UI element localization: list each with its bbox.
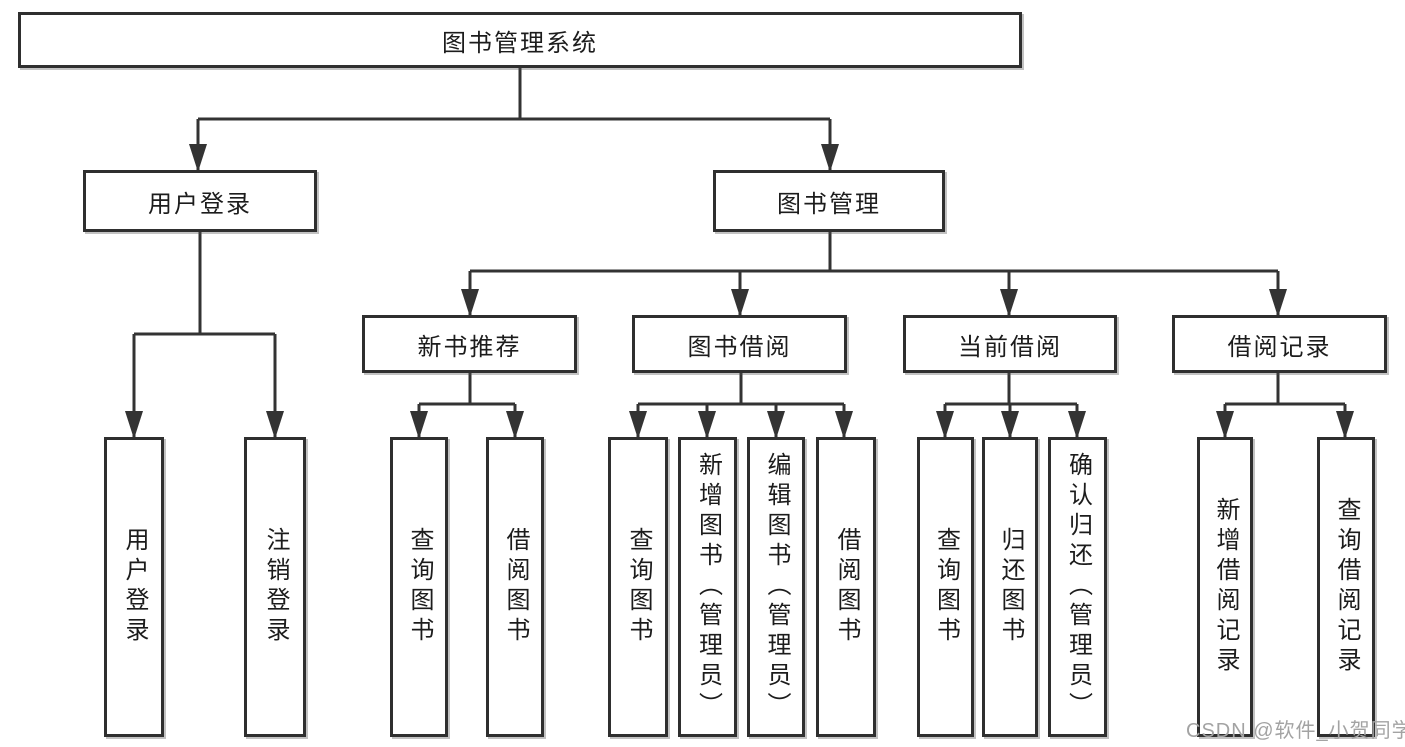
leaf-borrow-borrow-books: 借阅图书 xyxy=(816,437,876,737)
csdn-watermark: CSDN @软件_小贺同学 xyxy=(1186,720,1405,742)
leaf-logout-label: 注销登录 xyxy=(262,527,289,647)
connector-new-book-children xyxy=(410,373,524,439)
leaf-records-add-record: 新增借阅记录 xyxy=(1197,437,1253,737)
leaf-newbook-borrow-books-label: 借阅图书 xyxy=(502,527,529,647)
leaf-newbook-query-books: 查询图书 xyxy=(390,437,448,737)
leaf-current-return-books: 归还图书 xyxy=(982,437,1038,737)
leaf-current-return-books-label: 归还图书 xyxy=(997,527,1024,647)
connector-book-borrow-children xyxy=(629,373,853,439)
leaf-current-confirm-return-admin-label: 确认归还（管理员） xyxy=(1064,452,1092,722)
leaf-records-add-record-label: 新增借阅记录 xyxy=(1212,497,1239,677)
connector-current-borrow-children xyxy=(936,373,1086,439)
leaf-borrow-query-books: 查询图书 xyxy=(608,437,668,737)
leaf-newbook-borrow-books: 借阅图书 xyxy=(486,437,544,737)
leaf-user-login: 用户登录 xyxy=(104,437,164,737)
leaf-logout: 注销登录 xyxy=(244,437,306,737)
connector-book-management-children xyxy=(461,232,1287,317)
leaf-current-query-books: 查询图书 xyxy=(917,437,974,737)
node-book-borrow: 图书借阅 xyxy=(632,315,847,373)
node-book-management: 图书管理 xyxy=(713,170,945,232)
leaf-borrow-edit-books-admin-label: 编辑图书（管理员） xyxy=(763,452,790,722)
connector-user-login-children xyxy=(125,232,284,439)
leaf-borrow-query-books-label: 查询图书 xyxy=(625,527,652,647)
leaf-records-query-record-label: 查询借阅记录 xyxy=(1333,497,1360,677)
node-user-login: 用户登录 xyxy=(83,170,317,232)
connector-root-to-level2 xyxy=(189,68,839,172)
node-root-library-system: 图书管理系统 xyxy=(18,12,1022,68)
node-current-borrow: 当前借阅 xyxy=(903,315,1117,373)
leaf-borrow-add-books-admin-label: 新增图书（管理员） xyxy=(694,452,722,722)
leaf-newbook-query-books-label: 查询图书 xyxy=(406,527,433,647)
leaf-current-query-books-label: 查询图书 xyxy=(932,527,960,647)
leaf-user-login-label: 用户登录 xyxy=(121,527,148,647)
leaf-borrow-add-books-admin: 新增图书（管理员） xyxy=(678,437,737,737)
node-borrow-records: 借阅记录 xyxy=(1172,315,1387,373)
leaf-borrow-edit-books-admin: 编辑图书（管理员） xyxy=(747,437,805,737)
node-new-book-recommend: 新书推荐 xyxy=(362,315,577,373)
connector-borrow-records-children xyxy=(1216,373,1354,439)
leaf-records-query-record: 查询借阅记录 xyxy=(1317,437,1375,737)
leaf-current-confirm-return-admin: 确认归还（管理员） xyxy=(1048,437,1107,737)
leaf-borrow-borrow-books-label: 借阅图书 xyxy=(833,527,860,647)
